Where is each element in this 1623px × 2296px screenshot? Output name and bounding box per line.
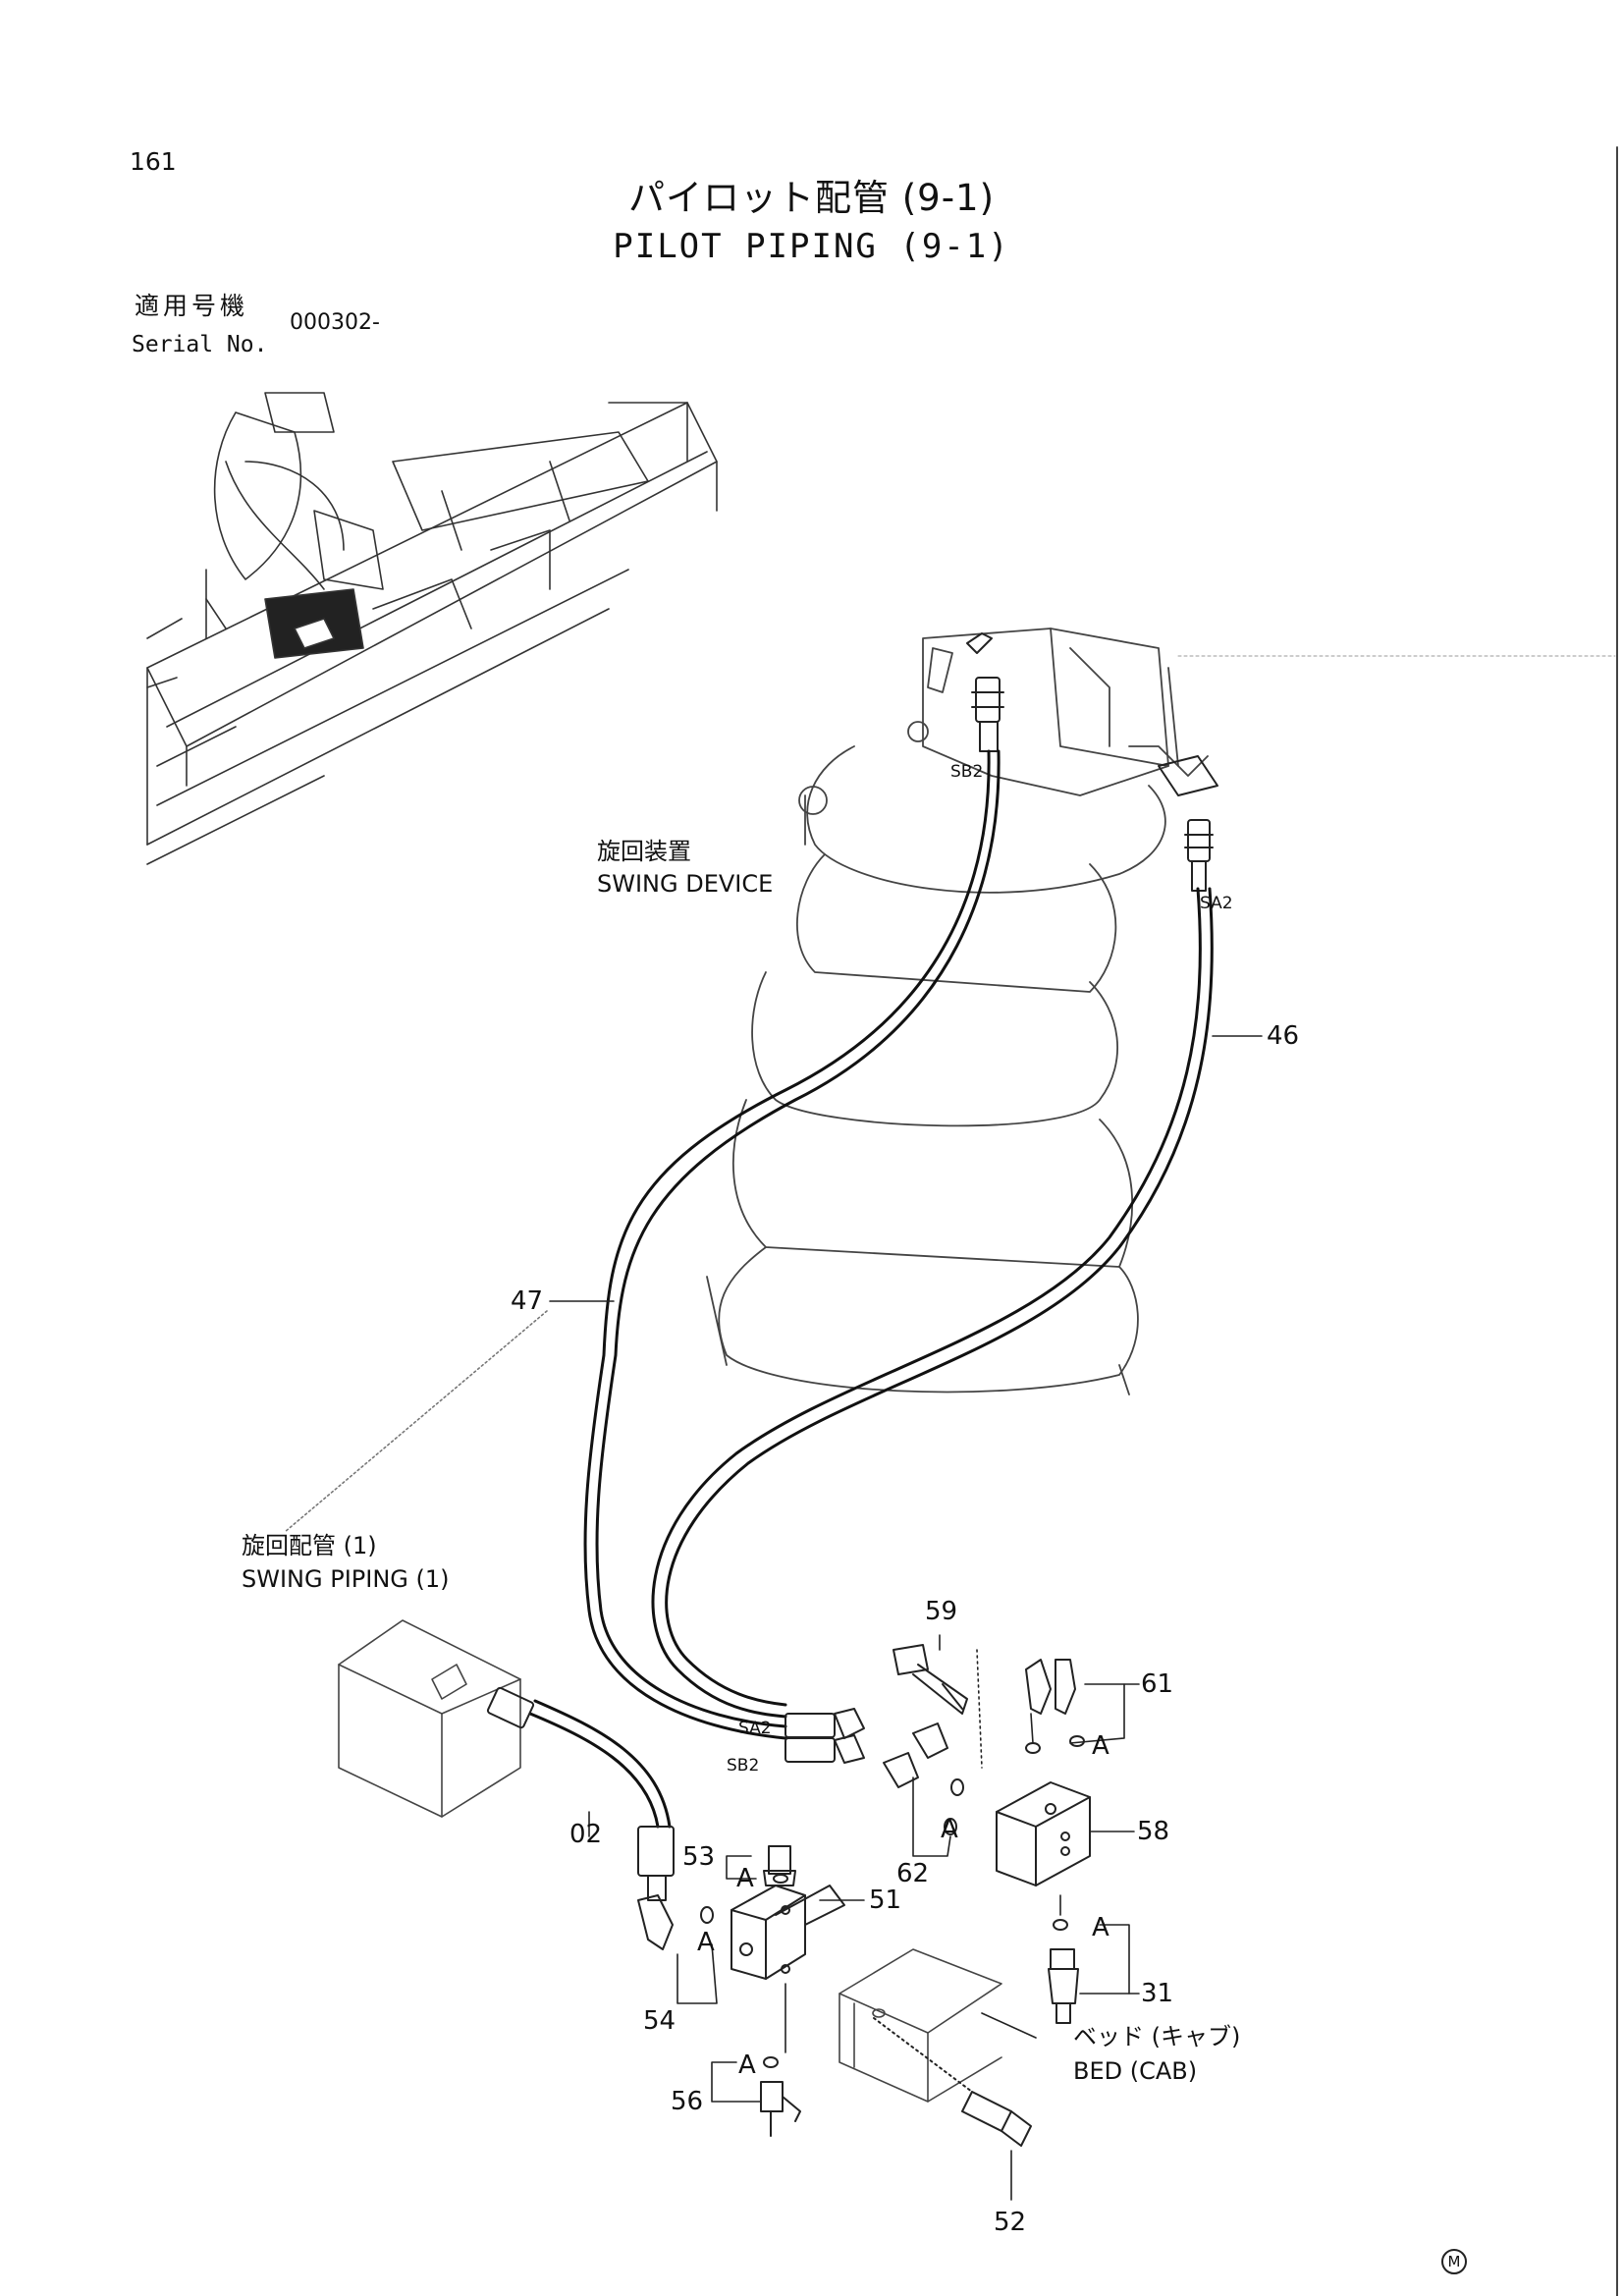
hose-47 xyxy=(583,749,991,1740)
part-number-53: 53 xyxy=(682,1842,716,1872)
serial-value: 000302- xyxy=(290,310,380,335)
page-title-en: PILOT PIPING (9-1) xyxy=(613,227,1010,266)
label-bed-en: BED (CAB) xyxy=(1073,2057,1198,2085)
part-number-54: 54 xyxy=(643,2006,676,2036)
sb2-fitting-top xyxy=(966,632,1004,752)
part-number-62: 62 xyxy=(896,1859,930,1888)
sa2-fitting-top xyxy=(1158,755,1218,892)
marker-a-31: A xyxy=(1092,1913,1109,1942)
part-number-31: 31 xyxy=(1141,1979,1174,2008)
marker-a-56: A xyxy=(738,2050,756,2080)
footer-mark: M xyxy=(1441,2249,1467,2274)
port-label-sa2-bottom: SA2 xyxy=(738,1719,772,1738)
fitting-56 xyxy=(760,2056,801,2137)
bolt-59 xyxy=(893,1644,968,1715)
part-number-59: 59 xyxy=(925,1597,958,1626)
part-number-56: 56 xyxy=(671,2087,704,2116)
leader-lines xyxy=(284,1035,1263,2201)
port-label-sa2-top: SA2 xyxy=(1200,894,1233,913)
valve-block-58 xyxy=(996,1781,1091,1886)
serial-label-jp: 適用号機 xyxy=(135,292,249,320)
label-swing-piping-jp: 旋回配管 (1) xyxy=(242,1532,377,1559)
fitting-31 xyxy=(1048,1919,1079,2024)
bed-bracket xyxy=(839,1948,1002,2103)
marker-a-54: A xyxy=(697,1928,715,1957)
page-number: 161 xyxy=(130,147,177,176)
bolt-52 xyxy=(873,2017,1032,2147)
fittings-62 xyxy=(883,1722,964,1835)
label-bed-jp: ベッド (キャブ) xyxy=(1073,2023,1241,2050)
part-number-02: 02 xyxy=(569,1820,603,1849)
label-swing-piping-en: SWING PIPING (1) xyxy=(242,1565,450,1593)
port-label-sb2-bottom: SB2 xyxy=(727,1756,760,1776)
swing-device-housing xyxy=(706,628,1209,1395)
part-number-47: 47 xyxy=(511,1286,544,1316)
fitting-54 xyxy=(637,1894,714,1950)
hose-02 xyxy=(528,1712,660,1829)
marker-a-61: A xyxy=(1092,1731,1109,1761)
serial-label-en: Serial No. xyxy=(132,332,268,357)
marker-a-62: A xyxy=(941,1815,958,1844)
fittings-61 xyxy=(1025,1659,1085,1754)
label-swing-device-en: SWING DEVICE xyxy=(597,870,774,898)
port-label-sb2-top: SB2 xyxy=(950,762,984,782)
label-swing-device-jp: 旋回装置 xyxy=(597,838,691,865)
marker-a-53: A xyxy=(736,1864,754,1893)
part-number-52: 52 xyxy=(994,2208,1027,2237)
fitting-53 xyxy=(763,1845,796,1886)
hose-end-fittings xyxy=(784,1708,865,1764)
reservoir-box xyxy=(338,1619,521,1818)
page-title-jp: パイロット配管 (9-1) xyxy=(627,177,996,219)
part-number-61: 61 xyxy=(1141,1669,1174,1699)
part-number-46: 46 xyxy=(1267,1021,1300,1051)
part-number-51: 51 xyxy=(869,1886,902,1915)
hose-46 xyxy=(651,887,1202,1719)
part-number-58: 58 xyxy=(1137,1817,1170,1846)
machine-overview-sketch xyxy=(146,392,718,865)
hose-02-fittings xyxy=(486,1686,675,1901)
